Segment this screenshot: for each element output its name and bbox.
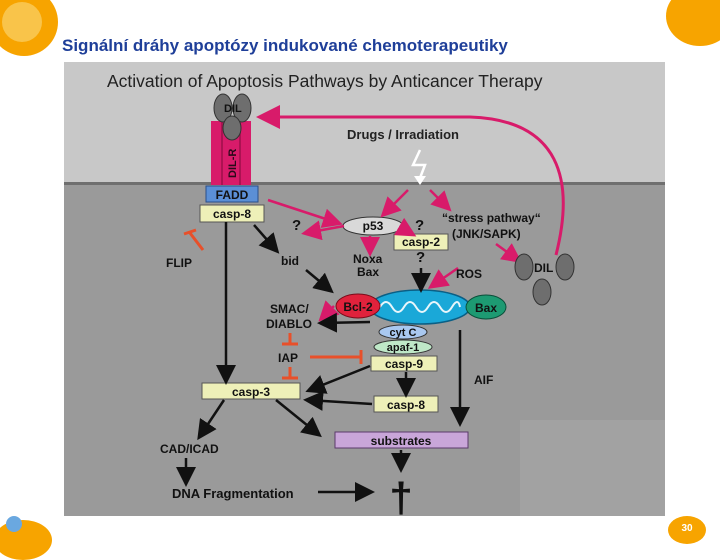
substrates-box <box>334 431 469 449</box>
cad-label: CAD/ICAD <box>160 442 219 456</box>
extracellular-area <box>64 62 665 184</box>
arrow-casp8-to-bid <box>253 224 280 254</box>
stress-pathway-label: “stress pathway“ <box>442 211 541 225</box>
pink-arrow-to-casp8 <box>267 198 343 228</box>
slide-title: Signální dráhy apoptózy indukované chemo… <box>62 36 508 55</box>
diablo-label: DIABLO <box>266 317 312 331</box>
bid-label: bid <box>281 254 299 268</box>
mitochondrion <box>369 289 471 325</box>
pink-arrow-ros <box>427 266 459 289</box>
bcl2-node <box>335 293 381 319</box>
iap-label: IAP <box>278 351 298 365</box>
casp2-label: casp-2 <box>402 235 440 249</box>
q-mark-1: ? <box>292 217 301 234</box>
casp8-top-box <box>199 204 265 223</box>
lightning-bolt-icon <box>411 149 427 179</box>
decor-circle-top-right <box>666 0 720 46</box>
fadd-box <box>205 185 259 203</box>
q-mark-3: ? <box>416 249 425 266</box>
noxa-label: Noxa <box>353 252 383 266</box>
dil-right-ligand <box>532 278 552 306</box>
flip-inhibition-bar <box>183 228 197 236</box>
aif-label: AIF <box>474 373 493 387</box>
substrates-label: substrates <box>371 434 432 448</box>
q-mark-2: ? <box>415 217 424 234</box>
arrow-casp8-to-casp3-left <box>303 390 373 411</box>
casp8-top-label: casp-8 <box>213 207 251 221</box>
decor-circle-bottom-left-blue <box>6 516 22 532</box>
mitochondrion-cristae <box>379 301 461 313</box>
dil-right-label: DIL <box>534 261 553 275</box>
dil-ligand-label: DIL <box>224 103 242 115</box>
jnk-sapk-label: (JNK/SAPK) <box>452 227 521 241</box>
death-cross-icon: † <box>389 474 412 516</box>
dil-r-label: DIL-R <box>227 149 239 178</box>
pink-arrow-stress-to-dil <box>495 242 523 263</box>
flip-label: FLIP <box>166 256 192 270</box>
lower-right-patch <box>520 420 665 516</box>
casp3-label: casp-3 <box>232 385 270 399</box>
apaf-node <box>373 339 433 355</box>
dil-ligand <box>213 93 233 123</box>
dil-right-ligand <box>514 253 534 281</box>
pink-arrow-p53-to-q <box>301 220 345 241</box>
bax-label: Bax <box>357 265 379 279</box>
apoptosis-diagram: Activation of Apoptosis Pathways by Anti… <box>64 62 665 516</box>
pink-arrow-to-stress <box>429 189 452 212</box>
cytc-label: cyt C <box>390 327 417 339</box>
dil-ligand <box>222 115 242 141</box>
arrow-casp3-to-substrates <box>275 399 322 438</box>
membrane-line <box>64 182 665 185</box>
flip-inhibition-line <box>188 232 205 251</box>
apaf-label: apaf-1 <box>387 342 419 354</box>
casp2-box <box>393 233 449 251</box>
arrow-casp9-to-casp3 <box>305 364 371 394</box>
bax-mito-label: Bax <box>475 301 497 315</box>
casp3-box <box>201 382 301 400</box>
fadd-label: FADD <box>216 188 249 202</box>
arrow-casp3-to-cad <box>197 399 226 441</box>
decor-circle-top-left-inner <box>2 2 42 42</box>
dil-right-ligand <box>555 253 575 281</box>
arrow-to-smac <box>317 312 371 333</box>
pink-arrow-p53-to-casp2 <box>394 217 417 237</box>
page-number-badge: 30 <box>668 516 706 544</box>
diagram-title: Activation of Apoptosis Pathways by Anti… <box>107 71 543 91</box>
ros-label: ROS <box>456 267 482 281</box>
arrow-bid-to-bcl2 <box>305 269 334 294</box>
lightning-arrow-head <box>414 176 426 185</box>
bcl2-label: Bcl-2 <box>343 300 373 314</box>
smac-label: SMAC/ <box>270 302 309 316</box>
drugs-label: Drugs / Irradiation <box>347 127 459 142</box>
p53-label: p53 <box>363 219 384 233</box>
casp8-bottom-label: casp-8 <box>387 398 425 412</box>
pink-arrow-dil-feedback <box>256 105 565 256</box>
bax-mito-node <box>465 294 507 320</box>
cytc-node <box>378 324 428 340</box>
casp9-label: casp-9 <box>385 357 423 371</box>
dil-ligand <box>232 93 252 123</box>
casp9-box <box>370 355 438 372</box>
dna-fragmentation-label: DNA Fragmentation <box>172 486 294 501</box>
pink-arrow-to-p53 <box>380 189 409 218</box>
